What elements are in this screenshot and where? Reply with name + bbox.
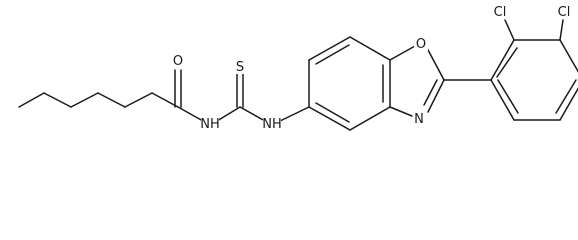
bond	[70, 92, 99, 108]
atom-labels: O NH S NH O N Cl Cl	[171, 3, 573, 132]
ring-nitrogen-label: N	[414, 112, 424, 127]
bond	[315, 102, 350, 123]
bond	[490, 79, 515, 121]
bond	[496, 47, 518, 78]
thione-sulfur-label: S	[236, 60, 244, 75]
bond	[349, 106, 391, 131]
bond	[389, 45, 416, 61]
bond	[239, 106, 266, 122]
bond	[43, 92, 72, 108]
bond	[124, 92, 153, 108]
structure-svg: O NH S NH O N Cl Cl	[18, 3, 578, 132]
bond	[97, 92, 126, 108]
bond	[559, 19, 564, 41]
bond	[423, 79, 438, 106]
bond	[426, 47, 445, 81]
bond	[497, 79, 519, 114]
bond	[279, 106, 310, 122]
amine-nh-label: NH	[262, 117, 282, 132]
molecule-structure: O NH S NH O N Cl Cl	[18, 3, 578, 132]
carbonyl-oxygen-label: O	[173, 54, 183, 69]
bond	[308, 106, 351, 131]
bond	[177, 106, 204, 122]
bond	[559, 39, 578, 73]
chlorine-3-label: Cl	[558, 5, 571, 20]
bond	[389, 106, 413, 117]
bonds	[18, 19, 578, 131]
bond	[555, 79, 577, 114]
bond	[315, 44, 350, 65]
bond	[216, 106, 241, 122]
bond	[349, 36, 391, 61]
ring-oxygen-label: O	[416, 37, 426, 52]
bond	[559, 87, 578, 121]
bond	[504, 19, 515, 41]
bond	[427, 79, 445, 113]
bond	[308, 36, 351, 61]
bond	[490, 39, 515, 81]
chlorine-2-label: Cl	[494, 5, 507, 20]
bond	[18, 92, 45, 108]
bond	[151, 92, 179, 108]
amide-nh-label: NH	[200, 117, 220, 132]
